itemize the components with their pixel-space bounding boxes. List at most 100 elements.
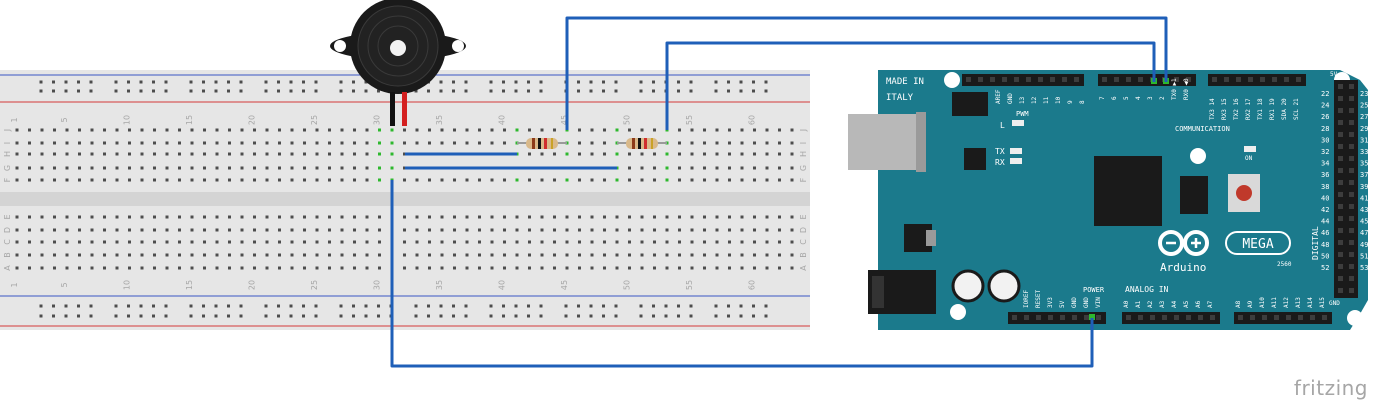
row-letter: I (3, 142, 12, 144)
header-pin (1298, 315, 1303, 320)
breadboard-hole (165, 228, 169, 232)
breadboard-hole (90, 141, 94, 145)
rail-hole (352, 314, 355, 318)
rail-hole (314, 314, 318, 318)
breadboard-hole (690, 228, 694, 232)
rail-hole (614, 304, 618, 308)
breadboard-hole (303, 178, 306, 182)
breadboard-hole (353, 240, 356, 244)
column-number-bottom: 40 (498, 280, 507, 290)
header-digital (1334, 80, 1358, 298)
breadboard-hole (240, 178, 244, 182)
breadboard-hole (365, 228, 369, 232)
breadboard-hole (103, 266, 106, 270)
header-pin (1102, 77, 1107, 82)
breadboard-hole (653, 178, 656, 182)
breadboard-hole (753, 152, 756, 156)
rail-hole (189, 80, 193, 84)
breadboard-hole (515, 240, 519, 244)
rail-hole (139, 89, 143, 93)
rail-hole (427, 314, 430, 318)
rail-hole (214, 80, 218, 84)
rail-hole (39, 314, 43, 318)
pin-label-digital-left: 24 (1321, 102, 1329, 110)
breadboard-hole (753, 215, 756, 219)
breadboard-hole (565, 152, 569, 156)
header-pin (1048, 315, 1053, 320)
row-letter: C (3, 239, 12, 245)
breadboard-hole (165, 266, 169, 270)
breadboard-hole (765, 253, 769, 257)
breadboard-hole (178, 141, 181, 145)
breadboard-hole (540, 128, 544, 132)
rail-hole (502, 314, 505, 318)
capacitor-2 (987, 269, 1021, 303)
breadboard-hole (178, 228, 181, 232)
rail-hole (239, 304, 243, 308)
breadboard-hole (578, 178, 581, 182)
header-pin (1338, 192, 1343, 197)
rail-hole (164, 314, 168, 318)
breadboard-hole (340, 253, 344, 257)
breadboard-hole (215, 166, 219, 170)
breadboard-hole (778, 141, 781, 145)
header-pin (1026, 77, 1031, 82)
rail-hole (89, 314, 93, 318)
rail-hole (514, 80, 518, 84)
breadboard-hole (215, 128, 219, 132)
pin-label-top-left: GND (1007, 93, 1014, 104)
pin-label-analog-b: A11 (1271, 297, 1278, 308)
breadboard-hole (403, 253, 406, 257)
rail-hole (139, 314, 143, 318)
usb-connector (848, 114, 924, 170)
breadboard-hole (90, 266, 94, 270)
tx-led (1010, 148, 1022, 154)
breadboard-hole (378, 215, 381, 219)
rail-hole (602, 89, 605, 93)
rail-hole (739, 304, 743, 308)
header-pin (1038, 77, 1043, 82)
breadboard-hole (78, 228, 81, 232)
breadboard-hole (15, 240, 19, 244)
breadboard-hole (340, 215, 344, 219)
header-pin (1260, 77, 1265, 82)
header-pin (1274, 315, 1279, 320)
pin-label-power: GND (1083, 297, 1090, 308)
rail-hole (639, 89, 643, 93)
pin-label-digital-right: 51 (1360, 252, 1368, 260)
breadboard-hole (403, 240, 406, 244)
breadboard-hole (265, 128, 269, 132)
header-pin (1126, 315, 1131, 320)
breadboard-hole (153, 128, 156, 132)
rail-hole (314, 304, 318, 308)
breadboard-hole (190, 215, 194, 219)
row-letter: E (799, 214, 808, 219)
rail-hole (264, 314, 268, 318)
rail-hole (589, 89, 593, 93)
rail-hole (452, 89, 455, 93)
pin-label-power: IOREF (1023, 290, 1030, 308)
pin-label-analog-a: A1 (1135, 300, 1142, 308)
header-pin (1014, 77, 1019, 82)
rail-hole (339, 314, 343, 318)
rail-hole (464, 304, 468, 308)
breadboard-hole (465, 178, 469, 182)
row-letter: F (799, 177, 808, 182)
rail-hole (314, 80, 318, 84)
breadboard-hole (640, 266, 644, 270)
breadboard-hole (278, 178, 281, 182)
breadboard-hole (715, 178, 719, 182)
rail-hole (39, 304, 43, 308)
breadboard-hole (340, 152, 344, 156)
breadboard-hole (428, 141, 431, 145)
breadboard-hole (703, 166, 706, 170)
column-number-top: 1 (10, 117, 19, 122)
breadboard-hole (565, 240, 569, 244)
breadboard-hole (340, 178, 344, 182)
breadboard-hole (665, 228, 669, 232)
column-number-bottom: 5 (60, 282, 69, 287)
row-letter: J (3, 129, 12, 132)
header-pin (1338, 180, 1343, 185)
breadboard-hole (715, 152, 719, 156)
breadboard-hole (253, 166, 256, 170)
